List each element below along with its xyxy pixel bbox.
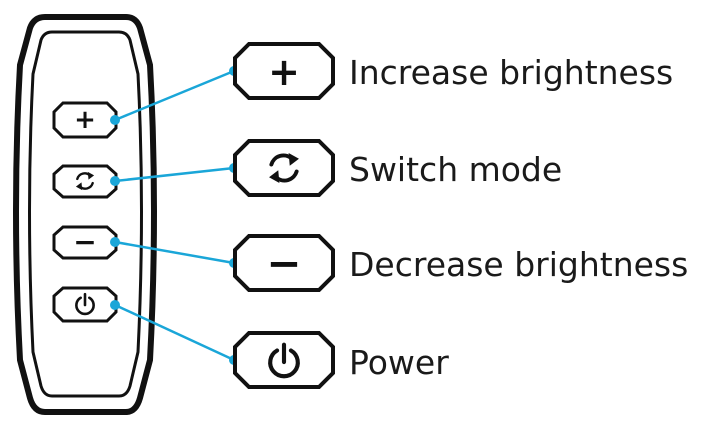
legend-minus-button-shape bbox=[233, 234, 335, 292]
label-power: Power bbox=[349, 343, 449, 382]
legend-mode-button bbox=[233, 139, 335, 197]
legend-plus-button: + bbox=[233, 42, 335, 100]
label-decrease-brightness: Decrease brightness bbox=[349, 245, 688, 284]
remote-minus-button[interactable]: − bbox=[52, 225, 118, 260]
remote-inner-outline bbox=[28, 30, 143, 398]
power-icon bbox=[75, 292, 95, 316]
switch-mode-icon bbox=[269, 153, 299, 183]
connector-dot-remote-plus bbox=[110, 115, 120, 125]
minus-icon: − bbox=[73, 226, 96, 259]
remote-body bbox=[13, 14, 157, 415]
legend-power-button bbox=[233, 331, 335, 389]
connector-power bbox=[114, 303, 235, 362]
remote-plus-button[interactable]: + bbox=[52, 101, 118, 139]
minus-icon: − bbox=[266, 239, 301, 288]
plus-icon: + bbox=[74, 105, 96, 135]
connector-dot-remote-minus bbox=[110, 237, 120, 247]
label-increase-brightness: Increase brightness bbox=[349, 53, 673, 92]
legend-minus-button: − bbox=[233, 234, 335, 292]
remote-mode-button[interactable] bbox=[52, 164, 118, 199]
legend-plus-button-shape bbox=[233, 42, 335, 100]
remote-outer-outline bbox=[13, 14, 157, 415]
connector-dot-remote-power bbox=[110, 300, 120, 310]
connector-dot-remote-mode bbox=[110, 176, 120, 186]
connector-increase bbox=[114, 69, 235, 122]
legend-mode-button-shape bbox=[233, 139, 335, 197]
remote-mode-button-shape bbox=[52, 164, 118, 199]
plus-icon: + bbox=[268, 50, 300, 94]
connector-decrease bbox=[114, 240, 235, 265]
remote-minus-button-shape bbox=[52, 225, 118, 260]
remote-plus-button-shape bbox=[52, 101, 118, 139]
power-icon bbox=[268, 342, 300, 379]
switch-mode-icon bbox=[75, 171, 95, 191]
remote-power-button[interactable] bbox=[52, 286, 118, 323]
connector-switch bbox=[114, 166, 235, 183]
label-switch-mode: Switch mode bbox=[349, 150, 562, 189]
